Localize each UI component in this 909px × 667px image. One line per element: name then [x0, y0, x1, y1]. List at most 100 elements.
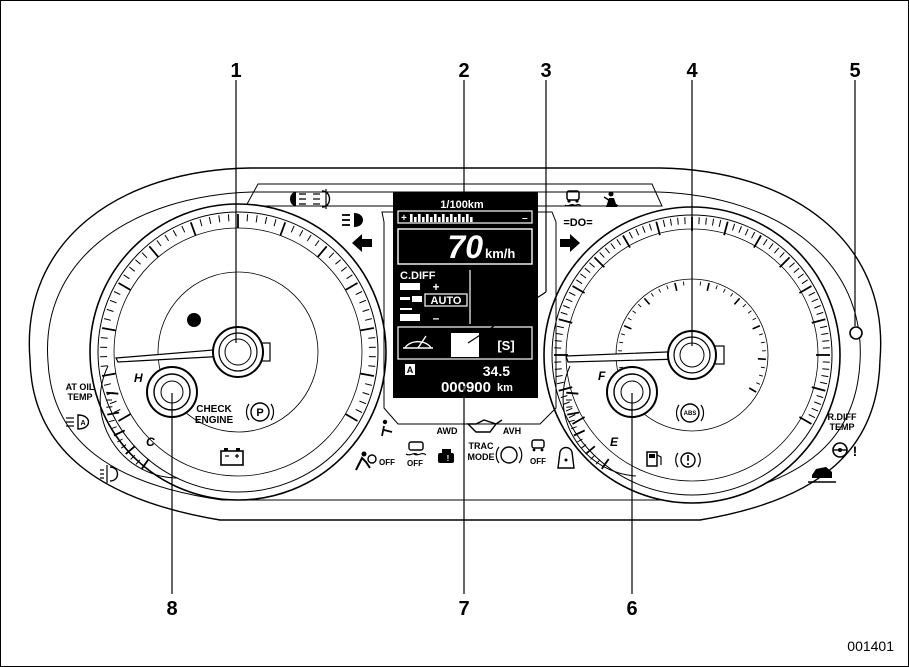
- tick-mark: [130, 454, 136, 460]
- tick-mark: [368, 337, 376, 339]
- tick-mark: [610, 243, 616, 250]
- tick-mark: [199, 219, 203, 227]
- tick-mark: [103, 383, 112, 386]
- tick-mark: [566, 406, 573, 408]
- tick-mark: [279, 221, 287, 236]
- trip-badge-box: [405, 364, 415, 375]
- car-warning-icon: !: [438, 449, 454, 463]
- tick-mark: [585, 445, 596, 455]
- callout-5: 5: [849, 60, 860, 82]
- tick-mark: [227, 214, 230, 222]
- tick-mark: [567, 411, 580, 416]
- speed-value: 70: [447, 229, 483, 265]
- tick-mark: [715, 285, 718, 290]
- tick-mark: [758, 374, 764, 377]
- tick-mark: [789, 262, 795, 268]
- traction-off-label: OFF: [407, 459, 423, 468]
- economy-segment: [410, 214, 413, 222]
- tick-mark: [344, 413, 358, 422]
- tick-mark: [328, 252, 335, 259]
- tick-mark: [364, 383, 373, 386]
- tick-mark: [589, 262, 595, 268]
- tick-mark: [314, 240, 320, 247]
- tick-mark: [172, 229, 177, 237]
- tick-mark: [595, 459, 601, 465]
- callout-8: 8: [166, 598, 177, 620]
- tick-mark: [359, 299, 367, 304]
- tick-mark: [135, 259, 141, 265]
- economy-segment: [434, 214, 437, 222]
- trip-value: 34.5: [483, 363, 510, 379]
- tick-mark: [156, 240, 162, 247]
- tick-mark: [779, 252, 785, 258]
- fuel-gauge-arc: [562, 365, 637, 477]
- tick-mark: [100, 337, 108, 339]
- tick-mark: [125, 445, 136, 455]
- fuel-minus-mark: –: [522, 213, 528, 224]
- tick-mark: [816, 311, 824, 315]
- tick-mark: [100, 365, 108, 367]
- tick-mark: [637, 303, 642, 308]
- tick-mark: [101, 327, 117, 332]
- tick-mark: [573, 429, 586, 437]
- callout-3: 3: [540, 60, 551, 82]
- tick-mark: [584, 267, 591, 273]
- cdiff-label: C.DIFF: [400, 270, 436, 282]
- tick-mark: [340, 266, 348, 272]
- steering-warning-icon: !: [832, 442, 857, 459]
- tick-mark: [814, 401, 821, 405]
- tick-mark: [616, 239, 622, 246]
- tick-mark: [246, 214, 249, 222]
- cdiff-auto-box: [424, 293, 468, 307]
- tick-mark: [577, 438, 583, 443]
- tick-mark: [593, 256, 605, 268]
- tick-mark: [141, 458, 150, 470]
- temp-cold-label: C: [146, 435, 155, 449]
- tick-mark: [623, 324, 632, 330]
- tick-mark: [599, 252, 605, 258]
- fog-light-icon: [313, 189, 331, 209]
- cluster-inner-outline: [47, 191, 861, 501]
- tick-mark: [718, 219, 722, 228]
- tick-mark: [113, 291, 121, 296]
- tick-mark: [674, 282, 678, 291]
- tick-mark: [768, 243, 774, 250]
- tick-mark: [106, 391, 119, 395]
- tick-mark: [748, 387, 757, 393]
- tick-mark: [560, 311, 568, 315]
- tick-mark: [208, 216, 212, 225]
- fuel-pump-icon: [646, 451, 662, 467]
- tick-mark: [568, 419, 575, 423]
- tick-mark: [290, 225, 295, 233]
- economy-segment: [414, 217, 417, 222]
- abs-icon: ABS: [675, 403, 705, 423]
- tick-mark: [299, 229, 304, 237]
- tick-mark: [273, 219, 277, 227]
- tick-mark: [744, 228, 749, 236]
- tick-mark: [558, 318, 573, 324]
- tick-mark: [556, 325, 565, 329]
- tick-mark: [560, 395, 568, 399]
- callout-4: 4: [686, 60, 698, 82]
- tick-mark: [747, 310, 752, 314]
- tick-mark: [368, 365, 376, 367]
- tick-mark: [816, 395, 824, 399]
- tick-mark: [576, 279, 583, 285]
- tick-mark: [355, 291, 363, 296]
- tick-mark: [762, 239, 768, 246]
- skid-icon: [564, 190, 582, 207]
- tick-mark: [568, 291, 576, 296]
- display-screen: [393, 192, 538, 398]
- tick-mark: [619, 341, 624, 344]
- turn-left-arrow-icon: [352, 234, 372, 252]
- tick-mark: [706, 282, 710, 291]
- check-engine-line2: ENGINE: [195, 415, 234, 426]
- tick-mark: [317, 245, 328, 258]
- tick-mark: [822, 368, 830, 370]
- vdc-off-label: OFF: [530, 457, 546, 466]
- tick-mark: [677, 217, 679, 225]
- temp-gauge-ticks: [106, 391, 150, 470]
- tick-mark: [808, 291, 816, 296]
- economy-segment: [458, 214, 461, 222]
- tick-mark: [712, 218, 715, 226]
